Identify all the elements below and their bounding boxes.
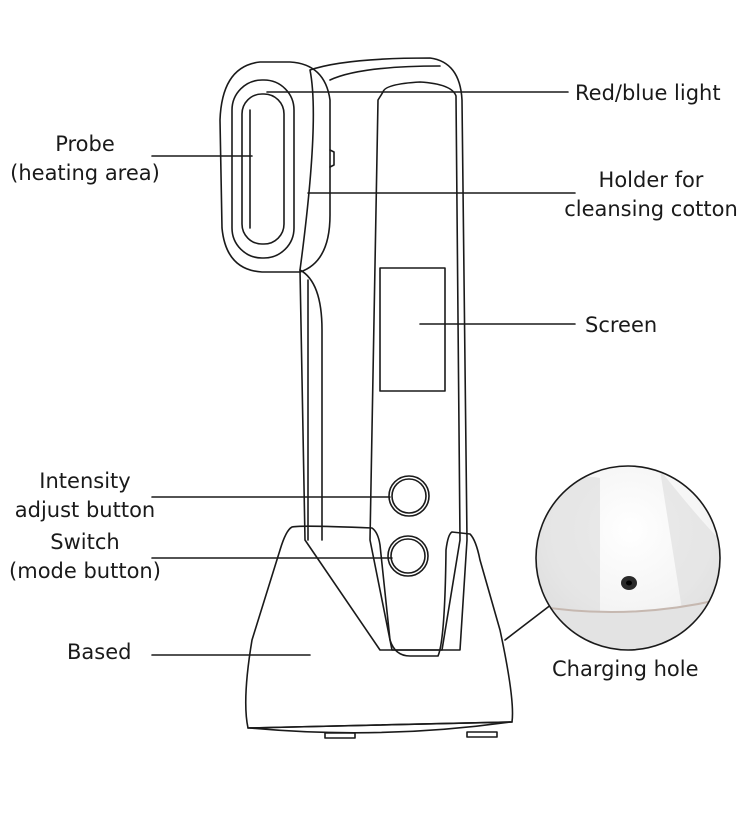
label-screen: Screen [585,313,658,337]
cotton-holder [329,149,335,168]
handle-body [299,57,468,651]
label-charging-hole: Charging hole [552,657,699,681]
label-intensity-line2: adjust button [14,498,156,522]
base-foot-left [324,732,356,739]
label-holder-line2: cleansing cotton [564,197,738,221]
intensity-button [391,478,427,514]
label-probe: Probe (heating area) [8,130,162,188]
label-switch: Switch (mode button) [2,528,168,586]
charging-leader [504,603,553,641]
probe-head-ring [231,79,295,259]
label-holder-line1: Holder for [598,168,704,192]
label-probe-line1: Probe [55,132,115,156]
base-foot-right [466,731,498,738]
label-red-blue-light: Red/blue light [575,81,721,105]
mode-button [390,538,426,574]
probe-heating-plate [241,93,285,245]
probe-head-outer [219,61,331,273]
base-body [244,525,514,729]
label-intensity-line1: Intensity [39,469,131,493]
label-switch-line1: Switch [50,530,120,554]
label-switch-line2: (mode button) [9,559,161,583]
label-holder: Holder for cleansing cotton [558,166,744,224]
intensity-button-ring [388,475,430,517]
mode-button-ring [387,535,429,577]
charging-hole-photo [536,466,720,650]
handle-back-edge [329,65,441,81]
label-intensity: Intensity adjust button [4,467,166,525]
label-probe-line2: (heating area) [10,161,160,185]
handle-front-face [369,81,461,651]
screen-display [379,267,446,392]
label-based: Based [67,640,132,664]
handle-shaft [299,269,323,541]
